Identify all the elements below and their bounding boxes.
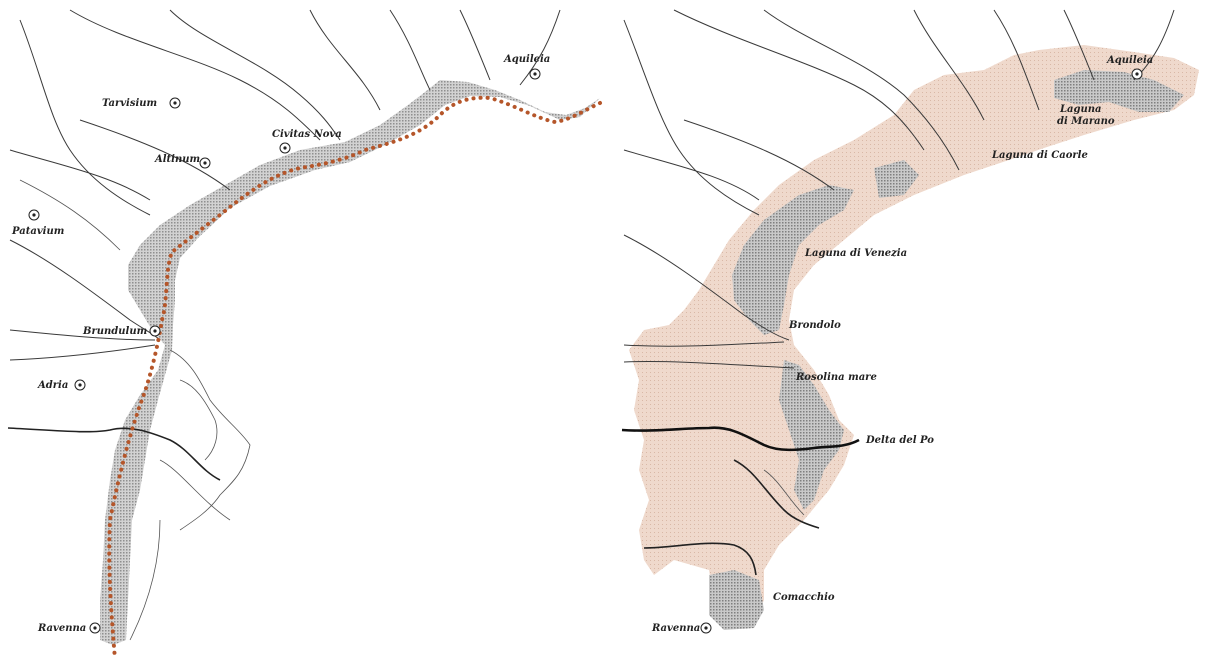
- label-aquileia: Aquileia: [1106, 55, 1153, 66]
- laguna-di-venezia-area: [732, 185, 854, 335]
- city-aquileia: Aquileia: [1106, 55, 1153, 80]
- label-laguna-marano-line2: di Marano: [1057, 116, 1115, 127]
- label-laguna-venezia: Laguna di Venezia: [804, 248, 907, 259]
- city-patavium: Patavium: [11, 209, 64, 237]
- label-patavium: Patavium: [11, 226, 64, 237]
- modern-map-svg: Aquileia Laguna di Marano Laguna di Caor…: [621, 9, 1199, 634]
- delta-channel: [179, 379, 218, 461]
- label-rosolina-mare: Rosolina mare: [795, 372, 877, 383]
- label-aquileia: Aquileia: [503, 54, 550, 65]
- label-altinum: Altinum: [154, 154, 200, 165]
- delta-outline: [169, 349, 251, 531]
- city-tarvisium: Tarvisium: [102, 97, 181, 109]
- label-laguna-marano-line1: Laguna: [1059, 104, 1102, 115]
- valli-di-comacchio-area: [709, 570, 764, 630]
- label-comacchio: Comacchio: [773, 592, 835, 603]
- city-altinum: Altinum: [154, 154, 211, 169]
- ancient-coastline-dotted: [107, 95, 602, 659]
- label-tarvisium: Tarvisium: [102, 98, 157, 109]
- river-network: [7, 9, 561, 641]
- label-delta-del-po: Delta del Po: [865, 435, 934, 446]
- label-brondolo: Brondolo: [788, 320, 841, 331]
- city-aquileia: Aquileia: [503, 54, 550, 80]
- wetland-area: [629, 45, 1199, 628]
- modern-map-panel: Aquileia Laguna di Marano Laguna di Caor…: [614, 0, 1211, 659]
- label-ravenna: Ravenna: [651, 623, 700, 634]
- city-ravenna: Ravenna: [37, 622, 101, 634]
- label-laguna-caorle: Laguna di Caorle: [991, 150, 1088, 161]
- laguna-di-caorle-area: [874, 160, 919, 198]
- label-brundulum: Brundulum: [82, 326, 147, 337]
- label-civitas-nova: Civitas Nova: [272, 129, 342, 140]
- label-ravenna: Ravenna: [37, 623, 86, 634]
- label-adria: Adria: [37, 380, 68, 391]
- laguna-di-marano-area: [1054, 70, 1184, 112]
- delta-del-po-lagoons: [779, 360, 844, 510]
- city-civitas-nova: Civitas Nova: [272, 129, 342, 154]
- ancient-map-svg: Aquileia Tarvisium Civitas Nova Altinum …: [7, 9, 602, 659]
- city-adria: Adria: [37, 379, 86, 391]
- city-brundulum: Brundulum: [82, 325, 161, 337]
- city-ravenna: Ravenna: [651, 622, 712, 634]
- ancient-map-panel: Aquileia Tarvisium Civitas Nova Altinum …: [7, 9, 602, 659]
